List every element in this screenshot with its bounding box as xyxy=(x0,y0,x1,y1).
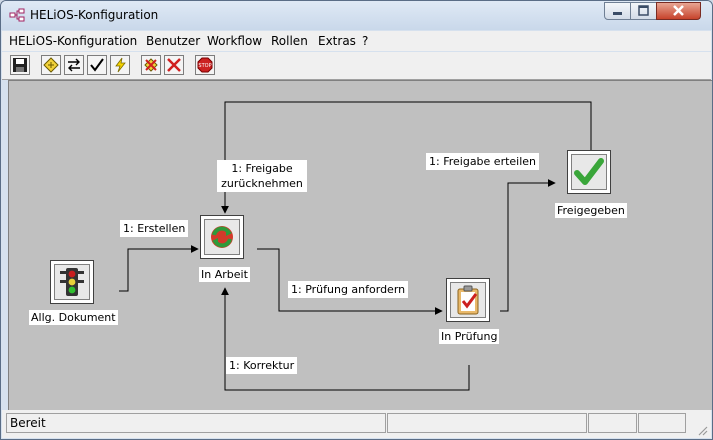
menu-helios-konfiguration[interactable]: HELiOS-Konfiguration xyxy=(9,34,138,48)
edge-label-freigabe-zuruecknehmen: 1: Freigabe zurücknehmen xyxy=(217,160,307,192)
lightning-icon xyxy=(115,57,126,73)
close-button[interactable] xyxy=(656,2,701,20)
green-check-icon xyxy=(574,158,604,185)
checkmark-icon xyxy=(90,58,104,72)
save-button[interactable] xyxy=(10,55,30,75)
recycle-icon xyxy=(211,226,233,248)
edge-freigabe-erteilen[interactable] xyxy=(500,179,556,312)
delete-icon xyxy=(167,58,181,72)
edge-label-freigabe-line2: zurücknehmen xyxy=(221,177,303,190)
save-icon xyxy=(13,58,27,72)
clipboard-check-icon xyxy=(457,285,479,315)
status-text: Bereit xyxy=(6,413,386,433)
add-state-button[interactable] xyxy=(41,55,61,75)
node-freigegeben-frame xyxy=(571,154,607,190)
execute-button[interactable] xyxy=(110,55,130,75)
check-button[interactable] xyxy=(87,55,107,75)
title-bar: HELiOS-Konfiguration xyxy=(1,1,712,30)
workflow-edges xyxy=(119,101,592,391)
stop-button[interactable]: STOP xyxy=(195,55,215,75)
node-in-arbeit-frame xyxy=(204,219,240,255)
edge-label-freigabe-erteilen: 1: Freigabe erteilen xyxy=(426,153,540,170)
diamond-icon xyxy=(43,57,59,73)
node-in-arbeit[interactable] xyxy=(200,215,244,259)
menu-extras[interactable]: Extras xyxy=(318,34,356,48)
edge-erstellen[interactable] xyxy=(119,245,199,292)
node-freigegeben[interactable] xyxy=(567,150,611,194)
stop-text: STOP xyxy=(198,63,211,69)
menu-benutzer[interactable]: Benutzer xyxy=(146,34,201,48)
node-in-pruefung-frame xyxy=(450,282,486,318)
edge-freigabe-zuruecknehmen[interactable] xyxy=(221,101,592,214)
transition-button[interactable] xyxy=(64,55,84,75)
delete-button[interactable] xyxy=(164,55,184,75)
toolbar: STOP xyxy=(2,52,711,80)
minimize-icon xyxy=(613,12,622,15)
window-title: HELiOS-Konfiguration xyxy=(30,8,159,22)
traffic-light-icon xyxy=(60,268,84,296)
edge-korrektur[interactable] xyxy=(221,287,470,391)
status-pane-2 xyxy=(387,413,587,433)
maximize-button[interactable] xyxy=(630,2,657,20)
node-in-pruefung[interactable] xyxy=(446,278,490,322)
app-icon xyxy=(9,8,25,22)
node-label-allg-dokument: Allg. Dokument xyxy=(29,310,118,325)
edge-label-freigabe-line1: 1: Freigabe xyxy=(231,162,293,175)
resize-grip-icon[interactable] xyxy=(696,424,708,436)
edge-pruefung-anfordern[interactable] xyxy=(257,248,443,315)
maximize-icon xyxy=(638,5,649,16)
minimize-button[interactable] xyxy=(604,2,631,20)
node-label-in-pruefung: In Prüfung xyxy=(439,329,500,344)
node-allg-dokument-frame xyxy=(54,264,90,300)
delete-node-icon xyxy=(144,58,158,72)
menu-rollen[interactable]: Rollen xyxy=(271,34,308,48)
swap-arrows-icon xyxy=(68,58,80,72)
close-icon xyxy=(673,5,684,16)
node-label-freigegeben: Freigegeben xyxy=(555,203,627,218)
edge-label-pruefung-anfordern: 1: Prüfung anfordern xyxy=(288,281,409,298)
status-bar: Bereit xyxy=(2,410,711,438)
menu-help[interactable]: ? xyxy=(362,34,369,48)
status-pane-3 xyxy=(588,413,637,433)
status-pane-4 xyxy=(638,413,686,433)
delete-node-button[interactable] xyxy=(141,55,161,75)
workflow-canvas[interactable]: Allg. Dokument In Arbeit xyxy=(8,80,712,410)
edge-label-erstellen: 1: Erstellen xyxy=(120,220,189,237)
menu-bar: HELiOS-Konfiguration Benutzer Workflow R… xyxy=(2,31,711,51)
node-label-in-arbeit: In Arbeit xyxy=(199,267,250,282)
node-allg-dokument[interactable] xyxy=(50,260,94,304)
edge-label-korrektur: 1: Korrektur xyxy=(226,357,298,374)
menu-workflow[interactable]: Workflow xyxy=(207,34,263,48)
stop-icon: STOP xyxy=(197,57,213,73)
